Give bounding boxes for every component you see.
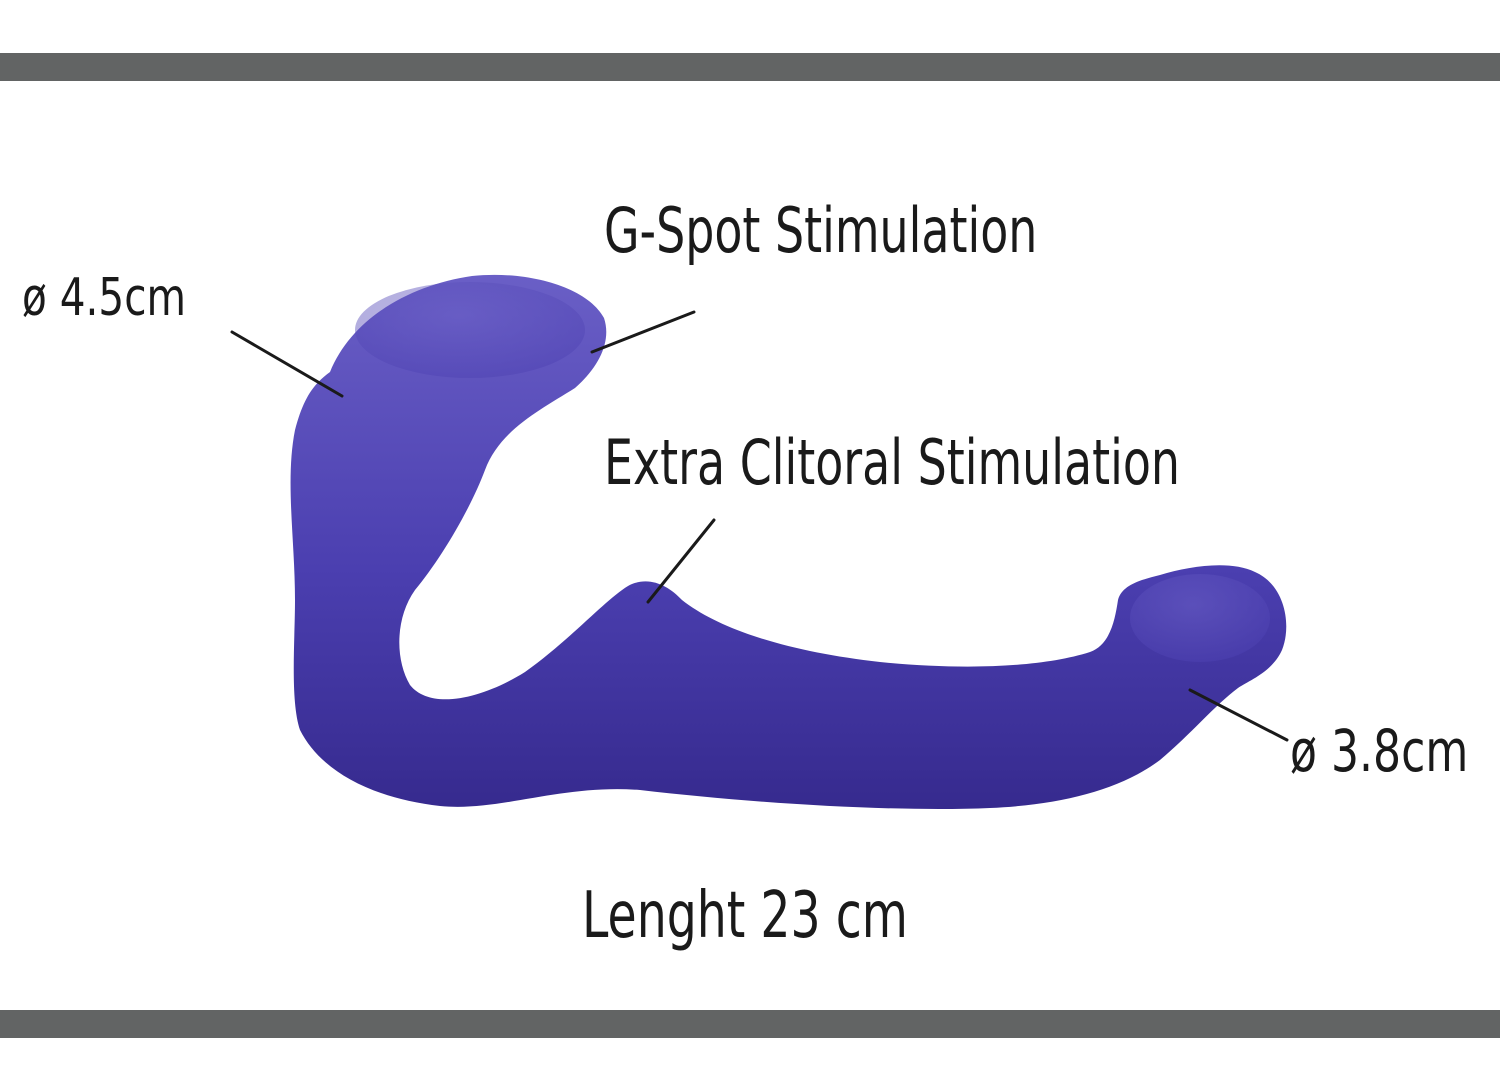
product-tip-highlight <box>1130 574 1270 662</box>
leader-line-diameter-right <box>1188 688 1289 742</box>
leader-line-clitoral <box>646 518 716 604</box>
leader-line-diameter-left <box>230 330 344 398</box>
bottom-border-bar <box>0 1010 1500 1038</box>
leader-lines <box>230 310 1289 742</box>
top-border-bar <box>0 53 1500 81</box>
gspot-label: G-Spot Stimulation <box>604 194 1038 267</box>
product-head-highlight <box>355 282 585 378</box>
diameter-left-label: ø 4.5cm <box>22 268 187 328</box>
product-shape <box>290 274 1287 810</box>
diameter-right-label: ø 3.8cm <box>1290 717 1469 785</box>
length-label: Lenght 23 cm <box>582 879 908 953</box>
leader-line-gspot <box>590 310 696 354</box>
clitoral-label: Extra Clitoral Stimulation <box>604 426 1180 499</box>
